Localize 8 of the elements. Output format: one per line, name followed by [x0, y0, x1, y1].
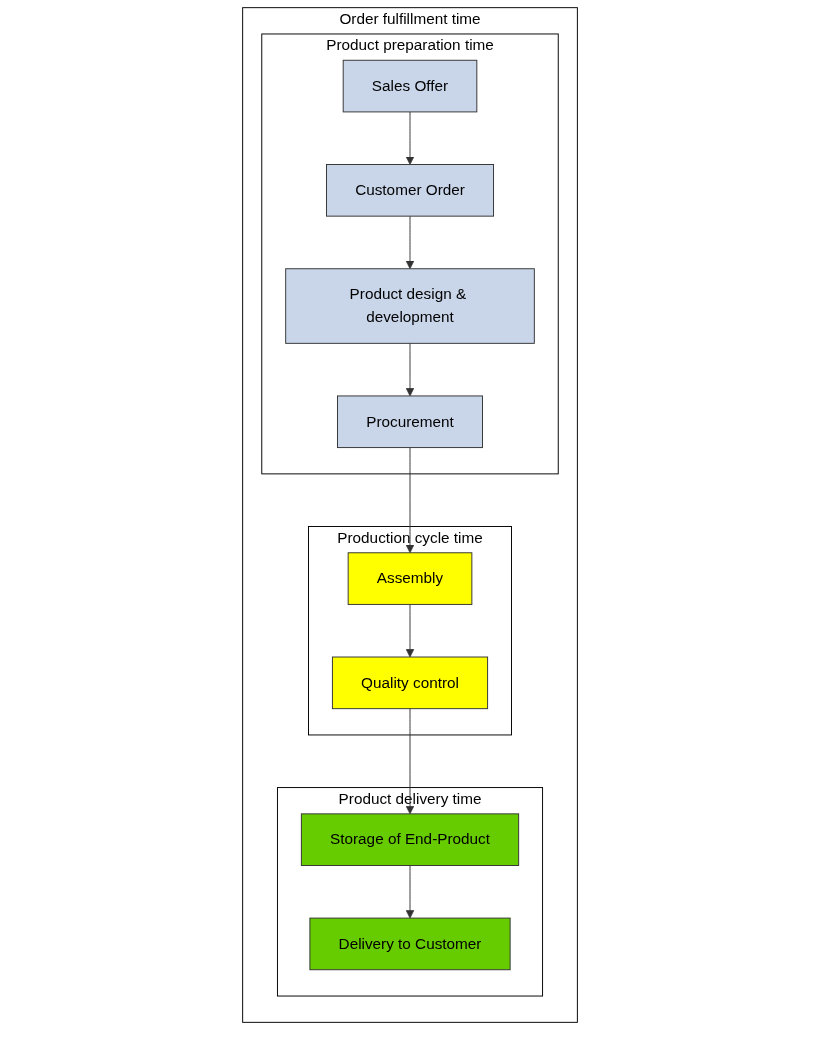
node-box: Sales Offer: [342, 59, 478, 113]
node-box: Product design & development: [285, 268, 535, 344]
node-box: Storage of End-Product: [300, 813, 520, 866]
node-box: Procurement: [337, 395, 483, 449]
node-box: Delivery to Customer: [309, 917, 511, 971]
node-box: Assembly: [347, 552, 473, 605]
node-box: Customer Order: [325, 164, 494, 217]
node-box: Quality control: [331, 656, 489, 710]
